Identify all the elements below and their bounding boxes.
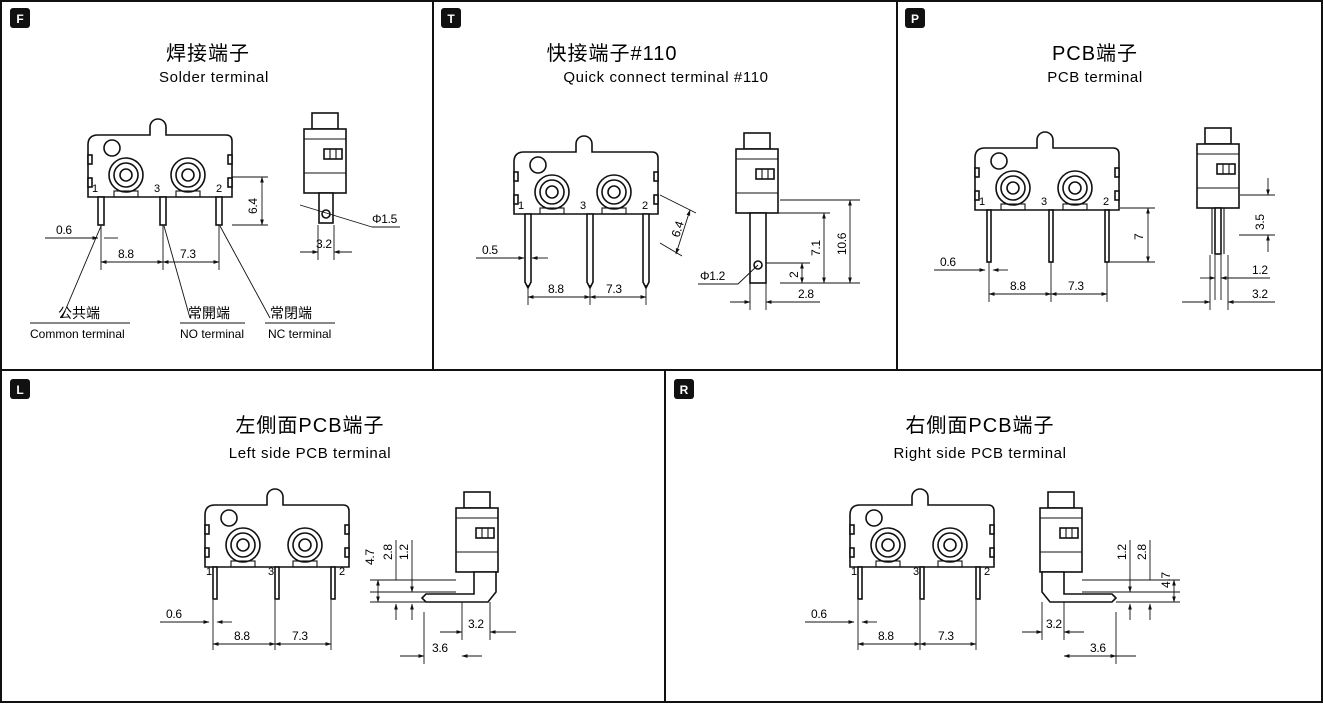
panel-r-title-en: Right side PCB terminal: [893, 445, 1066, 462]
svg-text:1: 1: [518, 200, 524, 212]
panel-f-side-view: [303, 112, 347, 224]
panel-l-title-en: Left side PCB terminal: [229, 445, 391, 462]
svg-text:R: R: [680, 383, 689, 397]
panel-quick-connect-terminal: T 快接端子#110 Quick connect terminal #110 1…: [441, 8, 860, 310]
svg-text:3: 3: [580, 200, 586, 212]
svg-text:7.3: 7.3: [1068, 279, 1084, 293]
svg-text:8.8: 8.8: [234, 629, 250, 643]
svg-text:2.8: 2.8: [381, 544, 395, 560]
svg-text:7.1: 7.1: [809, 240, 823, 256]
panel-t-side-view: [735, 132, 779, 284]
svg-text:1: 1: [851, 566, 857, 578]
svg-text:7.3: 7.3: [938, 629, 954, 643]
svg-text:2: 2: [984, 566, 990, 578]
svg-text:0.6: 0.6: [940, 255, 956, 269]
panel-f-title-en: Solder terminal: [159, 69, 269, 86]
pin-label: 3: [154, 183, 160, 195]
pin-label: 2: [216, 183, 222, 195]
svg-text:1.2: 1.2: [1115, 544, 1129, 560]
svg-text:2: 2: [1103, 196, 1109, 208]
panel-f-front-view: 1 3 2: [87, 118, 233, 226]
svg-text:3: 3: [1041, 196, 1047, 208]
svg-text:4.7: 4.7: [363, 549, 377, 565]
panel-l-front-view: 1 3 2: [204, 488, 350, 600]
svg-text:T: T: [447, 12, 455, 26]
svg-text:10.6: 10.6: [835, 232, 849, 255]
dim-8-8: 8.8: [118, 247, 134, 261]
svg-text:3.5: 3.5: [1253, 214, 1267, 230]
badge-t: T: [441, 8, 461, 28]
svg-text:1.2: 1.2: [397, 544, 411, 560]
svg-text:F: F: [16, 12, 23, 26]
dim-6-4: 6.4: [246, 198, 260, 214]
svg-text:0.6: 0.6: [166, 607, 182, 621]
svg-text:2.8: 2.8: [798, 287, 814, 301]
svg-text:2: 2: [787, 271, 801, 278]
svg-text:L: L: [16, 383, 23, 397]
panel-f-title-cn: 焊接端子: [166, 42, 250, 65]
svg-text:Φ1.2: Φ1.2: [700, 269, 726, 283]
panel-p-front-view: 1 3 2: [974, 131, 1120, 263]
svg-text:8.8: 8.8: [548, 282, 564, 296]
svg-text:1.2: 1.2: [1252, 263, 1268, 277]
svg-text:0.6: 0.6: [811, 607, 827, 621]
dim-3-2: 3.2: [316, 237, 332, 251]
pin-label: 1: [92, 183, 98, 195]
svg-text:2: 2: [642, 200, 648, 212]
svg-text:2.8: 2.8: [1135, 544, 1149, 560]
svg-text:3: 3: [913, 566, 919, 578]
svg-text:2: 2: [339, 566, 345, 578]
panel-t-title-en: Quick connect terminal #110: [563, 69, 768, 86]
svg-text:P: P: [911, 12, 919, 26]
panel-solder-terminal: F 焊接端子 Solder terminal 1 3 2 8.8 7.3 0.6…: [10, 8, 400, 341]
svg-text:0.5: 0.5: [482, 243, 498, 257]
svg-text:7.3: 7.3: [292, 629, 308, 643]
svg-text:3.2: 3.2: [1046, 617, 1062, 631]
panel-l-title-cn: 左側面PCB端子: [235, 414, 384, 437]
svg-text:4.7: 4.7: [1159, 572, 1173, 588]
panel-p-title-cn: PCB端子: [1052, 42, 1138, 65]
nc-terminal-cn: 常閉端: [270, 305, 312, 321]
svg-text:1: 1: [206, 566, 212, 578]
svg-text:3.2: 3.2: [468, 617, 484, 631]
panel-p-side-view: [1196, 127, 1240, 255]
badge-r: R: [674, 379, 694, 399]
svg-text:8.8: 8.8: [1010, 279, 1026, 293]
common-terminal-cn: 公共端: [58, 305, 100, 321]
badge-f: F: [10, 8, 30, 28]
svg-text:1: 1: [979, 196, 985, 208]
no-terminal-cn: 常開端: [188, 305, 230, 321]
svg-text:3.2: 3.2: [1252, 287, 1268, 301]
panel-right-side-pcb-terminal: R 右側面PCB端子 Right side PCB terminal 1 3 2…: [674, 379, 1180, 664]
panel-t-title-cn: 快接端子#110: [546, 42, 677, 65]
panel-left-side-pcb-terminal: L 左側面PCB端子 Left side PCB terminal 1 3 2 …: [10, 379, 516, 664]
panel-r-title-cn: 右側面PCB端子: [905, 414, 1054, 437]
svg-text:7.3: 7.3: [606, 282, 622, 296]
panel-t-front-view: 1 3 2: [513, 135, 659, 290]
panel-pcb-terminal: P PCB端子 PCB terminal 1 3 2 8.8 7.3 0.6 7: [905, 8, 1275, 310]
common-terminal-en: Common terminal: [30, 327, 125, 341]
panel-p-title-en: PCB terminal: [1047, 69, 1143, 86]
svg-text:8.8: 8.8: [878, 629, 894, 643]
svg-text:6.4: 6.4: [669, 219, 687, 239]
dim-7-3: 7.3: [180, 247, 196, 261]
svg-text:7: 7: [1132, 233, 1146, 240]
panel-l-side-view: [420, 491, 499, 603]
badge-p: P: [905, 8, 925, 28]
dim-0-6: 0.6: [56, 223, 72, 237]
no-terminal-en: NO terminal: [180, 327, 244, 341]
panel-r-side-view: [1039, 491, 1118, 603]
panel-r-front-view: 1 3 2: [849, 488, 995, 600]
nc-terminal-en: NC terminal: [268, 327, 331, 341]
badge-l: L: [10, 379, 30, 399]
svg-text:3.6: 3.6: [1090, 641, 1106, 655]
svg-text:3.6: 3.6: [432, 641, 448, 655]
dim-phi-1-5: Φ1.5: [372, 212, 398, 226]
svg-text:3: 3: [268, 566, 274, 578]
